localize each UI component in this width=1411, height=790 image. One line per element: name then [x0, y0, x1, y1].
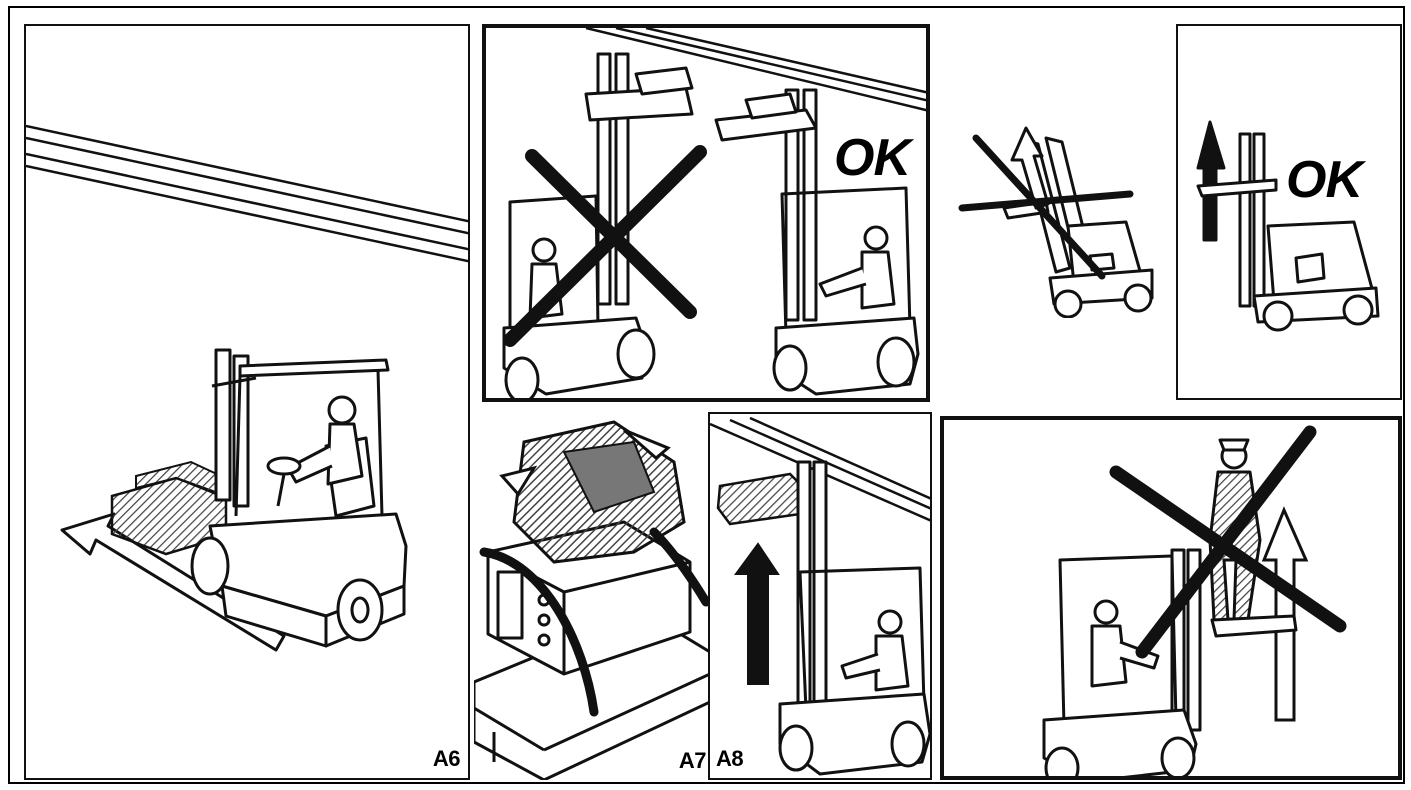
panel-upright-lifting-ok: OK	[1176, 24, 1402, 400]
figure-label-a8: A8	[716, 746, 743, 772]
forklift-a6	[192, 350, 406, 646]
panel-a7-secure-load: A7	[474, 412, 710, 780]
illustration-strapped-load-on-pallet	[474, 412, 710, 780]
instruction-sheet: A6	[8, 6, 1405, 784]
panel-overhead-clearance: OK	[482, 24, 930, 402]
panel-no-riding-on-forks	[940, 416, 1402, 780]
figure-label-a7: A7	[679, 748, 706, 774]
illustration-raising-load-under-beam	[710, 414, 932, 780]
illustration-lift-with-vertical-mast	[1178, 26, 1402, 400]
illustration-mast-overhead-clearance	[486, 28, 930, 402]
forklift-bottom-right	[1044, 550, 1200, 780]
forklift-a8	[780, 462, 930, 774]
illustration-lift-with-tilted-mast	[942, 108, 1170, 318]
figure-label-a6: A6	[433, 746, 460, 772]
ok-mark-upright: OK	[1286, 150, 1362, 210]
panel-a6-driving-on-slope: A6	[24, 24, 470, 780]
illustration-forklift-ascending-ramp	[26, 26, 470, 780]
ok-mark-overhead: OK	[834, 128, 910, 188]
panel-a8-lift-near-overhead: A8	[708, 412, 932, 780]
illustration-person-lifted-on-forks-prohibited	[944, 420, 1402, 780]
panel-tilted-mast-lifting	[942, 108, 1170, 318]
